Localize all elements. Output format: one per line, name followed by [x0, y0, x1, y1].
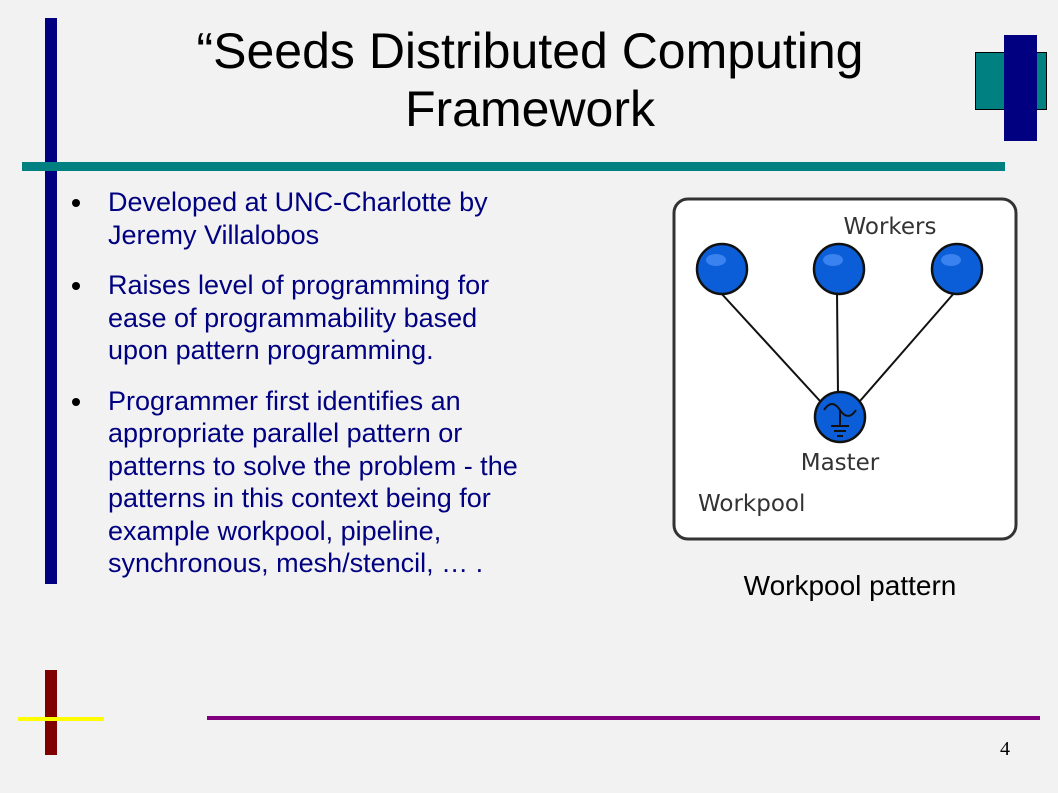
decorative-bar-left [45, 18, 57, 584]
bullet-text: Raises level of programming for ease of … [108, 270, 490, 365]
edge-worker-2 [836, 291, 839, 395]
workers-label: Workers [843, 214, 936, 240]
bullet-list: Developed at UNC-Charlotte by Jeremy Vil… [70, 186, 520, 598]
master-node [813, 390, 867, 444]
title-underline-bar [22, 162, 1005, 171]
bullet-item: Developed at UNC-Charlotte by Jeremy Vil… [70, 186, 520, 251]
bullet-item: Raises level of programming for ease of … [70, 269, 520, 367]
decorative-line-yellow [18, 717, 104, 721]
bullet-item: Programmer first identifies an appropria… [70, 385, 520, 580]
slide-title: “Seeds Distributed Computing Framework [196, 23, 864, 137]
bullet-dot-icon [72, 397, 80, 406]
bullet-dot-icon [72, 282, 80, 290]
bullet-text: Programmer first identifies an appropria… [108, 385, 518, 579]
edge-worker-3 [859, 291, 956, 402]
worker-node [695, 242, 749, 296]
master-label: Master [801, 450, 880, 476]
footer-line [207, 716, 1040, 720]
page-number: 4 [1000, 738, 1010, 760]
bullet-dot-icon [72, 199, 80, 207]
workpool-label: Workpool [698, 491, 805, 517]
edge-worker-1 [719, 291, 821, 402]
corner-decoration-navy [1004, 35, 1037, 141]
worker-node [812, 242, 866, 296]
decorative-bar-bottom-left [45, 670, 57, 755]
diagram-frame [672, 197, 1018, 541]
diagram-edges [719, 291, 956, 402]
diagram-caption: Workpool pattern [743, 570, 957, 601]
bullet-text: Developed at UNC-Charlotte by Jeremy Vil… [108, 187, 488, 250]
workpool-diagram: Workers Master Workpool [672, 197, 1018, 541]
worker-node [930, 242, 984, 296]
